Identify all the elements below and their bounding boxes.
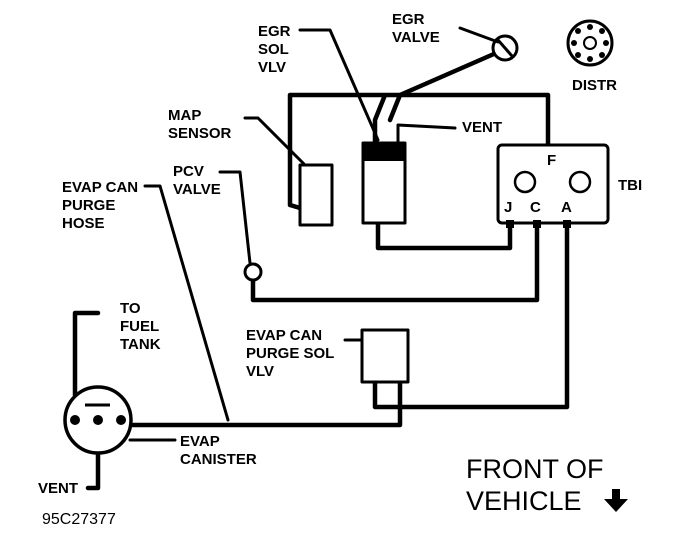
- egr-valve-slot: [496, 39, 514, 57]
- tbi-port-c-nub: [533, 220, 541, 228]
- canister-port-left: [70, 415, 80, 425]
- tbi-port-a-nub: [563, 220, 571, 228]
- tbi-label: TBI: [618, 177, 642, 194]
- egr-sol-vlv-leader: [298, 28, 380, 142]
- vent-top-label: VENT: [462, 119, 502, 136]
- tbi-injector-left: [513, 170, 537, 194]
- figure-code-label: 95C27377: [42, 511, 116, 528]
- tbi-port-f-label: F: [547, 152, 556, 169]
- evap-can-purge-sol-vlv-label: EVAP CAN PURGE SOL VLV: [246, 327, 338, 380]
- tbi-port-j-label: J: [504, 199, 512, 216]
- tbi-port-j-nub: [506, 220, 514, 228]
- purge-sol-to-canister-hose: [122, 379, 403, 428]
- map-sensor-leader: [243, 116, 307, 167]
- evap-canister-label: EVAP CANISTER: [180, 433, 257, 468]
- evap-can-purge-sol-valve: [360, 328, 410, 384]
- pcv-valve-leader: [218, 170, 252, 265]
- evap-can-purge-hose-label: EVAP CAN PURGE HOSE: [62, 179, 142, 232]
- fuel-tank-hose: [72, 310, 101, 398]
- distributor-cap-icon: [566, 19, 614, 67]
- purge-hose-leader: [143, 184, 230, 422]
- pcv-valve: [243, 262, 263, 282]
- vent-top-leader: [396, 123, 457, 145]
- egr-sol-vlv-label: EGR SOL VLV: [258, 23, 295, 76]
- egr-valve-leader: [458, 26, 500, 44]
- egr-valve-hose: [387, 47, 506, 123]
- egr-sol-to-tbi-hose: [375, 219, 513, 251]
- map-sensor-label: MAP SENSOR: [168, 107, 232, 142]
- to-fuel-tank-label: TO FUEL TANK: [120, 300, 163, 353]
- canister-port-center: [93, 415, 103, 425]
- egr-valve-label: EGR VALVE: [392, 11, 440, 46]
- down-arrow-icon: [604, 489, 628, 512]
- front-of-vehicle-label: FRONT OF VEHICLE: [466, 454, 611, 516]
- map-sensor: [298, 163, 334, 227]
- canister-vent-hose: [85, 437, 101, 491]
- tbi-to-purge-sol-hose: [372, 219, 570, 410]
- egr-sol-valve-top: [363, 143, 405, 161]
- canister-port-right: [116, 415, 126, 425]
- tbi-port-c-label: C: [530, 199, 541, 216]
- tbi-port-a-label: A: [561, 199, 572, 216]
- egr-loop-hose: [287, 92, 551, 211]
- pcv-valve-label: PCV VALVE: [173, 163, 221, 198]
- pcv-to-tbi-hose: [250, 219, 540, 303]
- vent-bottom-label: VENT: [38, 480, 78, 497]
- distr-label: DISTR: [572, 77, 617, 94]
- tbi-injector-right: [568, 170, 592, 194]
- tbi-unit: [496, 143, 610, 225]
